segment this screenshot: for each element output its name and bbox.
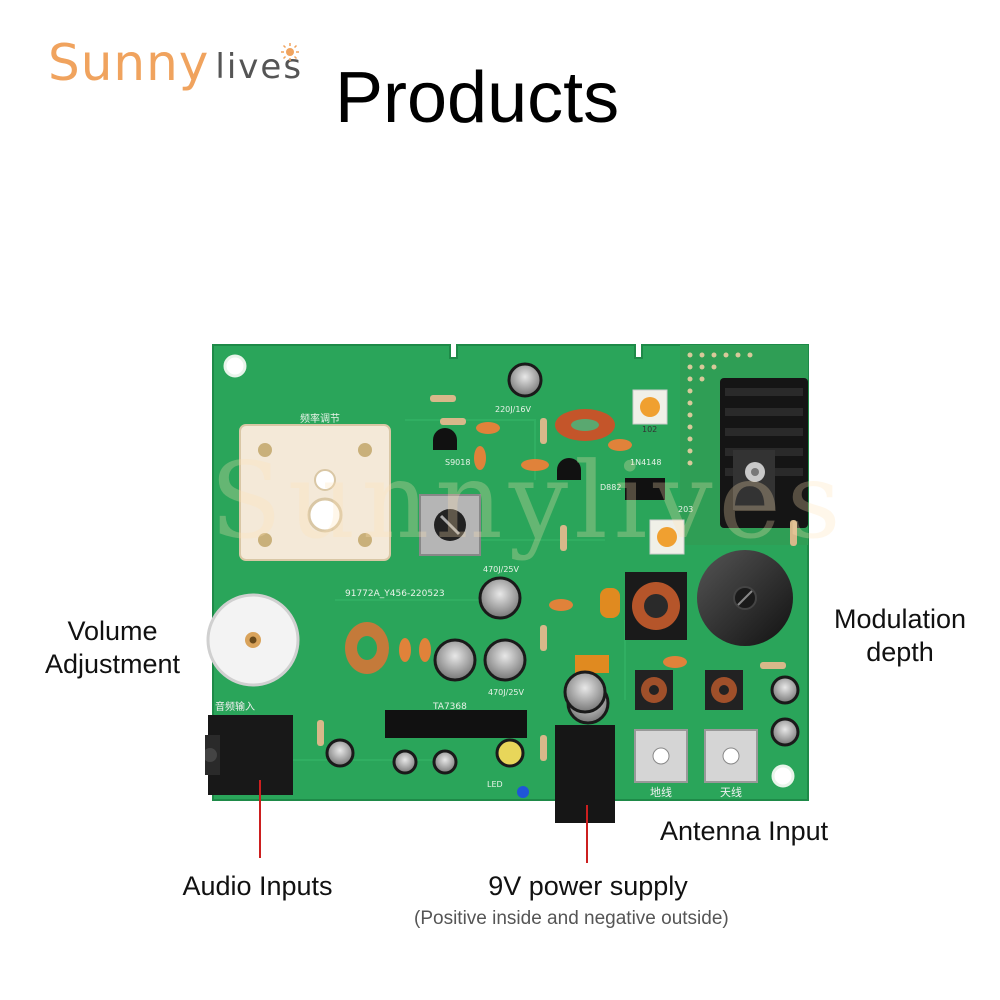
cap1-label: 470J/25V (483, 565, 520, 574)
modulation-label-line1: Modulation (833, 604, 967, 634)
brand-name-lives: lives (215, 47, 304, 87)
power-polarity-note: (Positive inside and negative outside) (414, 908, 729, 929)
res1-label: 102 (642, 425, 657, 434)
model-code: 91772A_Y456-220523 (345, 589, 445, 599)
chip-label: TA7368 (432, 702, 467, 712)
volume-label-line1: Volume (67, 616, 158, 646)
antenna-input-label: Antenna Input (660, 816, 829, 846)
led-label: LED (487, 780, 503, 789)
res2-label: 203 (678, 505, 693, 514)
page-title: Products (335, 58, 620, 138)
tuning-label: 频率调节 (300, 412, 340, 425)
diode-label: 1N4148 (630, 458, 661, 467)
sun-icon (281, 43, 299, 61)
audio-pointer-line (259, 780, 261, 858)
power-supply-label: 9V power supply (488, 871, 688, 901)
audio-cn-label: 音频输入 (215, 700, 255, 713)
pcb-board-image: 频率调节 91772A_Y456-220523 220J/16V 470J/25… (200, 340, 815, 825)
transistor1-label: S9018 (445, 458, 470, 467)
pcb-board-svg: 频率调节 91772A_Y456-220523 220J/16V 470J/25… (200, 344, 809, 823)
antenna-cn-label: 天线 (720, 785, 742, 799)
brand-logo: Sunny lives (48, 38, 303, 88)
audio-inputs-label: Audio Inputs (182, 871, 333, 901)
modulation-depth-label: Modulation depth (815, 603, 985, 669)
cap3-label: 470J/25V (488, 688, 525, 697)
cap2-label: 220J/16V (495, 405, 532, 414)
volume-adjustment-label: Volume Adjustment (30, 615, 195, 681)
brand-name-sunny: Sunny (48, 34, 210, 92)
watermark: Sunnylives (210, 440, 847, 562)
ground-label: 地线 (650, 785, 672, 799)
transistor2-label: D882 (600, 483, 621, 492)
modulation-label-line2: depth (866, 637, 934, 667)
volume-label-line2: Adjustment (44, 649, 181, 679)
power-pointer-line (586, 805, 588, 863)
